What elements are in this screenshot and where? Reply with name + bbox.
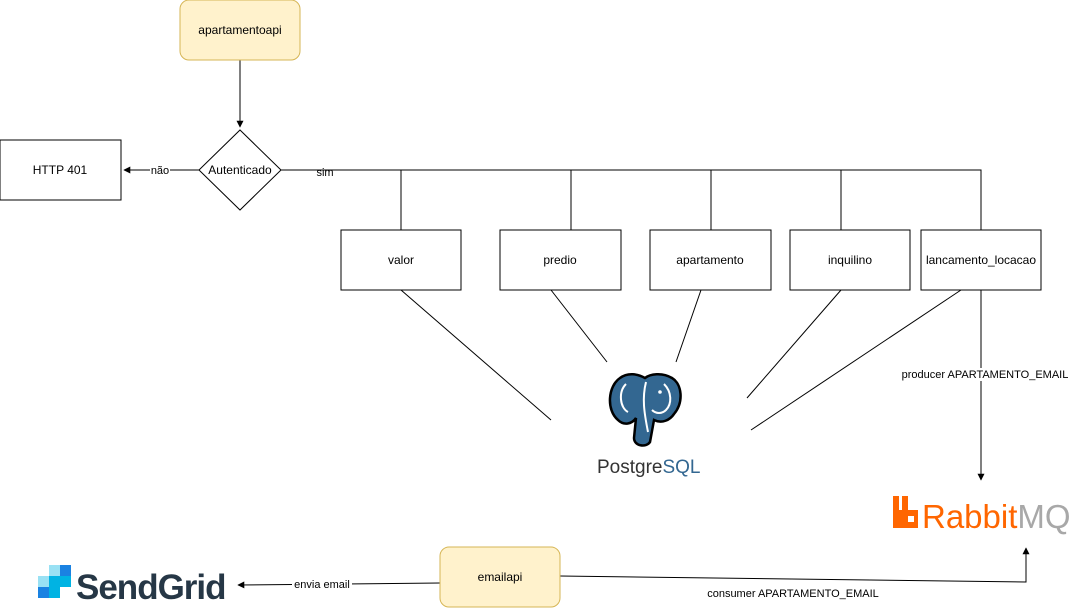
node-emailapi-label: emailapi <box>478 570 523 584</box>
node-inquilino-label: inquilino <box>828 253 872 267</box>
edge-emailapi-rabbit <box>559 547 1030 583</box>
node-autenticado-label: Autenticado <box>208 163 272 177</box>
node-http401-label: HTTP 401 <box>33 163 88 177</box>
edge-label-nao: não <box>151 165 169 177</box>
postgresql-word-a: Postgre <box>597 457 662 478</box>
node-http401[interactable]: HTTP 401 <box>0 139 122 201</box>
node-emailapi[interactable]: emailapi <box>439 546 561 608</box>
edge-valor-db <box>400 289 552 421</box>
edge-label-envia-email: envia email <box>294 579 350 591</box>
postgresql-elephant-icon <box>608 373 682 447</box>
postgresql-logo: PostgreSQL <box>597 373 701 478</box>
sendgrid-wordmark: SendGrid <box>76 568 226 607</box>
postgresql-wordmark: PostgreSQL <box>597 457 701 478</box>
node-apartamento-label: apartamento <box>676 253 744 267</box>
node-valor[interactable]: valor <box>340 229 462 291</box>
sendgrid-logo: SendGrid <box>38 565 227 607</box>
node-lancamento-locacao-label: lancamento_locacao <box>926 253 1036 267</box>
node-predio-label: predio <box>543 253 577 267</box>
sendgrid-icon <box>38 565 71 598</box>
node-lancamento-locacao[interactable]: lancamento_locacao <box>920 229 1042 291</box>
rabbitmq-word-a: Rabbit <box>922 498 1017 535</box>
node-valor-label: valor <box>388 253 414 267</box>
postgresql-word-b: SQL <box>662 457 700 478</box>
rabbitmq-icon <box>893 496 918 528</box>
edge-inquilino-db <box>746 289 842 399</box>
rabbitmq-logo: RabbitMQ <box>893 496 1071 535</box>
edge-label-producer: producer APARTAMENTO_EMAIL <box>902 369 1069 381</box>
edge-label-sim: sim <box>316 167 333 179</box>
edge-predio-db <box>550 289 608 363</box>
node-apartamento[interactable]: apartamento <box>649 229 772 291</box>
edge-auth-sim-bus <box>280 169 982 230</box>
node-autenticado[interactable]: Autenticado <box>198 129 282 211</box>
node-predio[interactable]: predio <box>499 229 622 291</box>
edge-label-consumer: consumer APARTAMENTO_EMAIL <box>707 588 879 600</box>
node-apartamentoapi-label: apartamentoapi <box>198 23 281 37</box>
edge-lancamento-db <box>750 289 962 431</box>
edge-apartamento-db <box>675 289 702 363</box>
node-inquilino[interactable]: inquilino <box>789 229 911 291</box>
rabbitmq-word-b: MQ <box>1017 498 1070 535</box>
rabbitmq-wordmark: RabbitMQ <box>922 498 1071 535</box>
node-apartamentoapi[interactable]: apartamentoapi <box>179 0 301 61</box>
connectors <box>123 60 1030 589</box>
